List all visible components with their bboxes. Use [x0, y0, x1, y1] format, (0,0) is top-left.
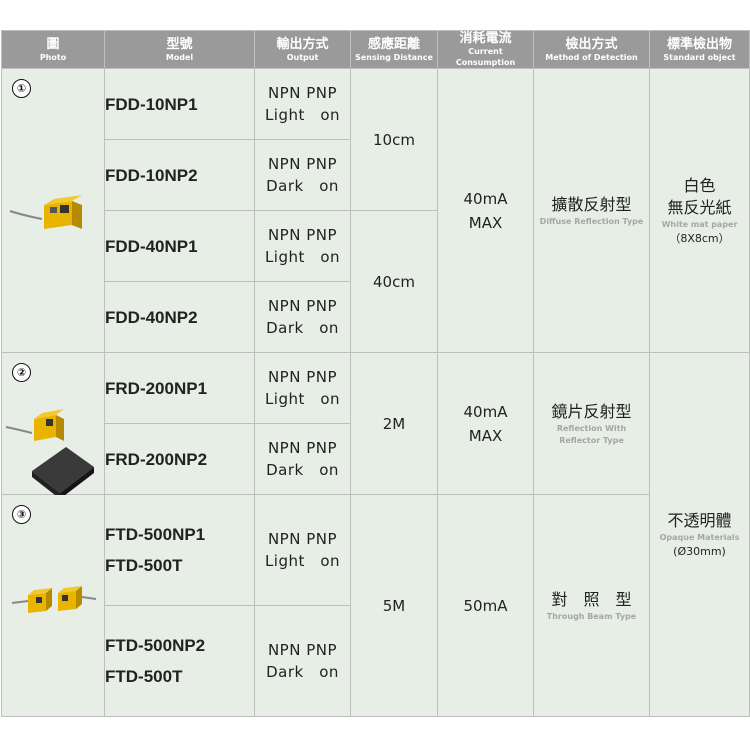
- diffuse-sensor-image: [9, 195, 82, 229]
- through-beam-sensor-image: [11, 586, 97, 613]
- group-number-3: ③: [12, 505, 31, 524]
- model-cell: FDD-40NP1: [104, 210, 255, 282]
- model-cell: FDD-10NP2: [104, 139, 255, 211]
- model-cell: FDD-40NP2: [104, 281, 255, 353]
- standard-object-cell: 白色 無反光紙 White mat paper （8X8cm）: [649, 68, 750, 353]
- distance-cell: 40cm: [350, 210, 438, 353]
- photo-cell-1: ①: [1, 68, 105, 353]
- current-cell: 50mA: [437, 494, 534, 717]
- model-cell: FRD-200NP1: [104, 352, 255, 424]
- detection-cell: 鏡片反射型 Reflection With Reflector Type: [533, 352, 650, 495]
- group-number-2: ②: [12, 363, 31, 382]
- model-cell: FDD-10NP1: [104, 68, 255, 140]
- reflector-sensor-image: [5, 409, 94, 495]
- photo-cell-2: ②: [1, 352, 105, 495]
- photo-cell-3: ③: [1, 494, 105, 717]
- distance-cell: 10cm: [350, 68, 438, 211]
- distance-cell: 5M: [350, 494, 438, 717]
- distance-cell: 2M: [350, 352, 438, 495]
- group-number-1: ①: [12, 79, 31, 98]
- standard-object-cell: 不透明體 Opaque Materials (Ø30mm): [649, 352, 750, 717]
- model-cell: FRD-200NP2: [104, 423, 255, 495]
